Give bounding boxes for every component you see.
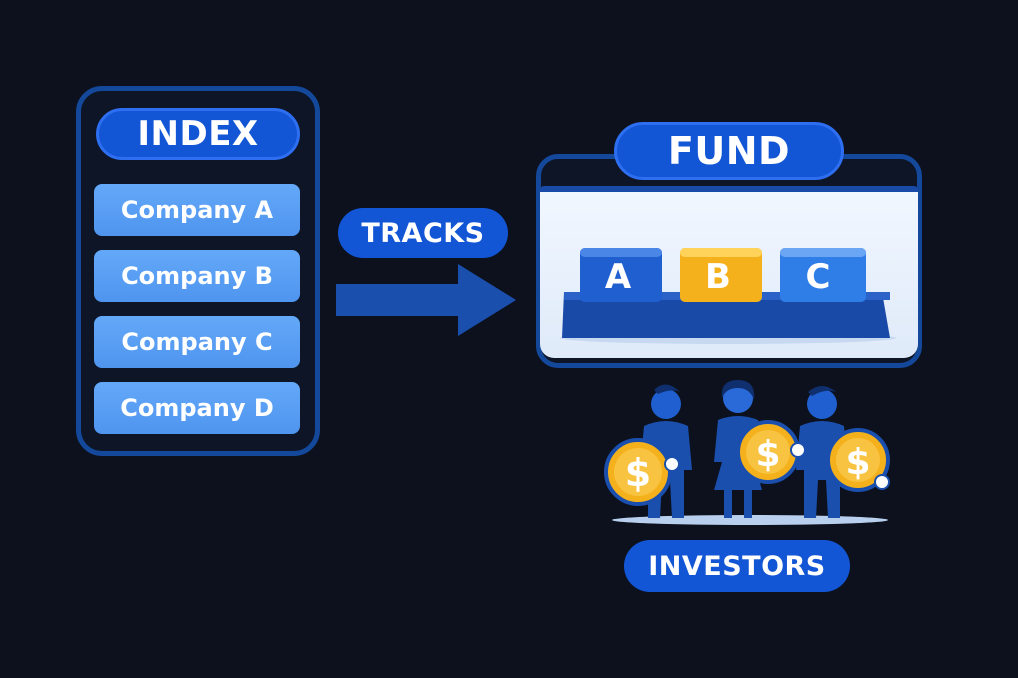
index-title: INDEX	[96, 108, 300, 160]
fund-title: FUND	[614, 122, 844, 180]
holding-block-b: B	[680, 248, 762, 302]
index-company-b: Company B	[94, 250, 300, 302]
dollar-coin-icon: $	[604, 438, 680, 506]
dollar-coin-icon: $	[826, 428, 890, 492]
index-company-d: Company D	[94, 382, 300, 434]
tracks-arrow-icon	[336, 264, 516, 336]
svg-text:$: $	[755, 434, 780, 475]
holding-block-c: C	[780, 248, 866, 302]
holding-letter-a: A	[605, 257, 632, 297]
holding-letter-c: C	[806, 257, 831, 297]
investors-label: INVESTORS	[624, 540, 850, 592]
dollar-coin-icon: $	[736, 420, 806, 484]
fund-holdings: A B C	[560, 248, 896, 344]
holdings-tray	[562, 292, 890, 338]
index-company-c: Company C	[94, 316, 300, 368]
tracks-label: TRACKS	[338, 208, 508, 258]
investors-group: $ $ $	[604, 380, 890, 525]
svg-text:$: $	[625, 451, 651, 495]
holding-letter-b: B	[705, 257, 731, 297]
holding-block-a: A	[580, 248, 662, 302]
index-company-a: Company A	[94, 184, 300, 236]
svg-text:$: $	[845, 442, 870, 483]
